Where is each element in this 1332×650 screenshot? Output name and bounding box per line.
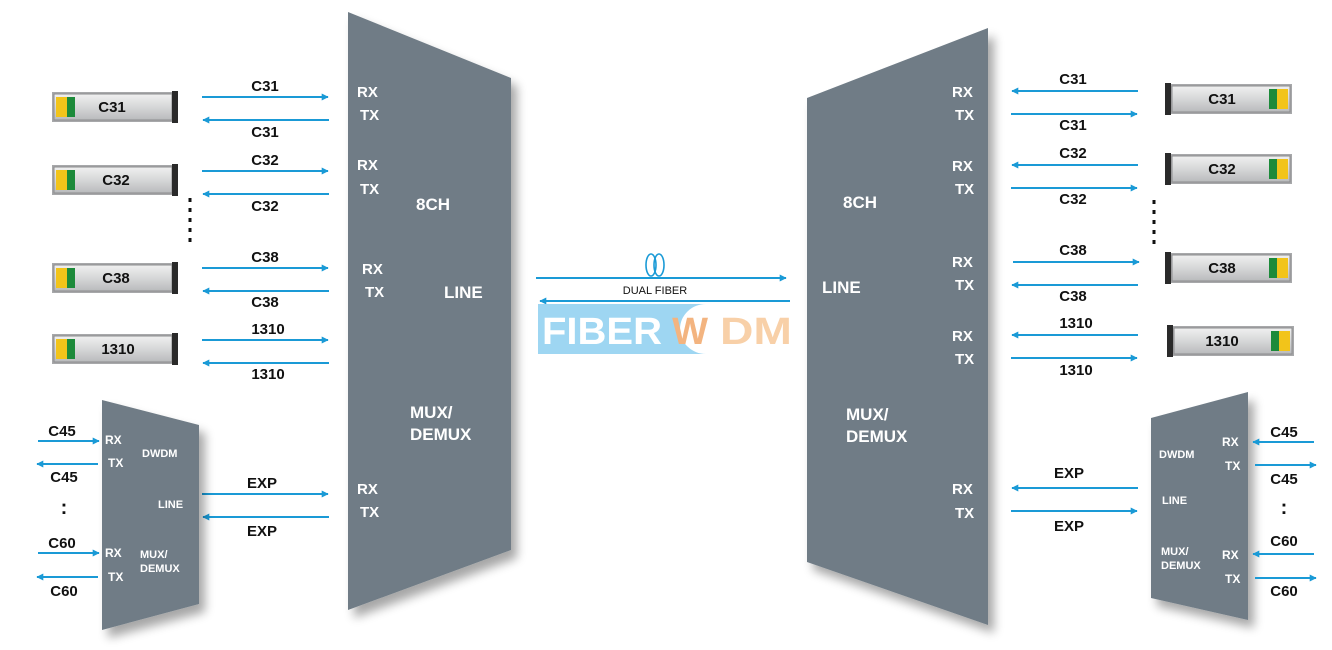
right-small-dwdm-label: DWDM bbox=[1159, 449, 1194, 461]
right-small-dwdm-body bbox=[1151, 392, 1248, 620]
left-module-c38: C38 bbox=[52, 262, 178, 294]
right-c38-tx-label: C38 bbox=[1059, 288, 1087, 305]
left-c31-rx-label: C31 bbox=[251, 124, 279, 141]
left-module-c32-label: C32 bbox=[102, 172, 130, 189]
left-c38-rx-port: RX bbox=[362, 261, 383, 278]
right-small-demux-label: DEMUX bbox=[1161, 560, 1201, 572]
left-exp-tx-label: EXP bbox=[247, 475, 277, 492]
right-module-c32: C32 bbox=[1165, 153, 1292, 185]
left-small-rx2: RX bbox=[105, 546, 122, 560]
left-small-demux-label: DEMUX bbox=[140, 563, 180, 575]
left-mux-line-label: LINE bbox=[444, 283, 483, 302]
right-c31-tx-label: C31 bbox=[1059, 117, 1087, 134]
right-small-rx1: RX bbox=[1222, 435, 1239, 449]
left-small-rx1: RX bbox=[105, 433, 122, 447]
logo-w-text: W bbox=[672, 311, 708, 353]
left-c60-in-label: C60 bbox=[48, 535, 76, 552]
left-c32-rx-port: RX bbox=[357, 157, 378, 174]
left-mux-8ch-label: 8CH bbox=[416, 195, 450, 214]
right-c31-rx-label: C31 bbox=[1059, 71, 1087, 88]
left-c32-rx-label: C32 bbox=[251, 198, 279, 215]
right-module-1310-label: 1310 bbox=[1205, 333, 1238, 350]
left-small-line-label: LINE bbox=[158, 499, 183, 511]
right-mux-line-label: LINE bbox=[822, 278, 861, 297]
left-exp-tx-port: TX bbox=[360, 504, 379, 521]
right-c45-in-label: C45 bbox=[1270, 424, 1298, 441]
left-c60-out-label: C60 bbox=[50, 583, 78, 600]
right-exp-rx-port: RX bbox=[952, 481, 973, 498]
left-exp-rx-port: RX bbox=[357, 481, 378, 498]
left-c31-rx-port: RX bbox=[357, 84, 378, 101]
right-c45-out-label: C45 bbox=[1270, 471, 1298, 488]
right-module-c38: C38 bbox=[1165, 252, 1292, 284]
left-c45-out-label: C45 bbox=[50, 469, 78, 486]
right-mux-mux-label: MUX/ bbox=[846, 405, 889, 424]
logo-fiber-text: FIBER bbox=[542, 311, 662, 353]
left-1310-rx-label: 1310 bbox=[251, 366, 284, 383]
right-c32-rx-label: C32 bbox=[1059, 145, 1087, 162]
right-c32-rx-port: RX bbox=[952, 158, 973, 175]
logo-dm-text: DM bbox=[720, 311, 792, 353]
right-c31-tx-port: TX bbox=[955, 107, 974, 124]
right-module-1310: 1310 bbox=[1167, 325, 1294, 357]
right-exp-rx-label: EXP bbox=[1054, 465, 1084, 482]
left-module-c32: C32 bbox=[52, 164, 178, 196]
right-c38-rx-label: C38 bbox=[1059, 242, 1087, 259]
left-c32-tx-port: TX bbox=[360, 181, 379, 198]
left-c32-tx-label: C32 bbox=[251, 152, 279, 169]
right-small-mux-label: MUX/ bbox=[1161, 546, 1189, 558]
right-c32-tx-port: TX bbox=[955, 181, 974, 198]
right-c38-rx-port: RX bbox=[952, 254, 973, 271]
fiberwdm-logo: FIBER W DM bbox=[538, 304, 792, 354]
right-c38-tx-port: TX bbox=[955, 277, 974, 294]
right-1310-rx-port: RX bbox=[952, 328, 973, 345]
right-small-rx2: RX bbox=[1222, 548, 1239, 562]
right-small-line-label: LINE bbox=[1162, 495, 1187, 507]
right-module-c32-label: C32 bbox=[1208, 161, 1236, 178]
dual-fiber-label: DUAL FIBER bbox=[623, 285, 687, 297]
right-1310-tx-port: TX bbox=[955, 351, 974, 368]
right-c60-out-label: C60 bbox=[1270, 583, 1298, 600]
right-1310-tx-label: 1310 bbox=[1059, 362, 1092, 379]
right-module-c31: C31 bbox=[1165, 83, 1292, 115]
left-small-dots: : bbox=[61, 497, 68, 519]
left-c38-rx-label: C38 bbox=[251, 294, 279, 311]
left-exp-rx-label: EXP bbox=[247, 523, 277, 540]
left-1310-tx-label: 1310 bbox=[251, 321, 284, 338]
left-c38-tx-port: TX bbox=[365, 284, 384, 301]
left-module-c31-label: C31 bbox=[98, 99, 126, 116]
left-c38-tx-label: C38 bbox=[251, 249, 279, 266]
right-small-tx2: TX bbox=[1225, 572, 1240, 586]
right-c32-tx-label: C32 bbox=[1059, 191, 1087, 208]
right-small-dots: : bbox=[1281, 497, 1288, 519]
left-small-tx1: TX bbox=[108, 456, 123, 470]
left-module-c38-label: C38 bbox=[102, 270, 130, 287]
fiber-coil-icon bbox=[645, 253, 665, 277]
left-small-mux-label: MUX/ bbox=[140, 549, 168, 561]
right-1310-rx-label: 1310 bbox=[1059, 315, 1092, 332]
right-c60-in-label: C60 bbox=[1270, 533, 1298, 550]
left-mux-body bbox=[348, 12, 511, 610]
left-module-1310-label: 1310 bbox=[101, 341, 134, 358]
left-small-tx2: TX bbox=[108, 570, 123, 584]
left-module-c31: C31 bbox=[52, 91, 178, 123]
right-small-tx1: TX bbox=[1225, 459, 1240, 473]
right-module-c38-label: C38 bbox=[1208, 260, 1236, 277]
left-mux-mux-label: MUX/ bbox=[410, 403, 453, 422]
left-module-1310: 1310 bbox=[52, 333, 178, 365]
right-c31-rx-port: RX bbox=[952, 84, 973, 101]
right-module-c31-label: C31 bbox=[1208, 91, 1236, 108]
left-c31-tx-port: TX bbox=[360, 107, 379, 124]
left-c45-in-label: C45 bbox=[48, 423, 76, 440]
right-exp-tx-label: EXP bbox=[1054, 518, 1084, 535]
left-small-dwdm-label: DWDM bbox=[142, 448, 177, 460]
right-mux-8ch-label: 8CH bbox=[843, 193, 877, 212]
left-c31-tx-label: C31 bbox=[251, 78, 279, 95]
right-mux-body bbox=[807, 28, 988, 625]
left-small-dwdm-body bbox=[102, 400, 199, 630]
left-mux-demux-label: DEMUX bbox=[410, 425, 472, 444]
right-mux-demux-label: DEMUX bbox=[846, 427, 908, 446]
right-exp-tx-port: TX bbox=[955, 505, 974, 522]
